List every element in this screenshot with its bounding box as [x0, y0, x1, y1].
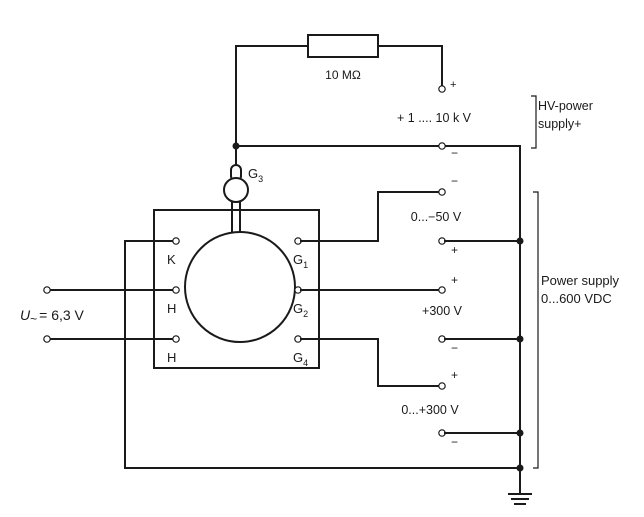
g2-supply-range: +300 V: [422, 304, 463, 318]
ground-rail: [445, 145, 521, 493]
supply-g2: + +300 V −: [300, 273, 524, 355]
hv-plus-terminal: [438, 85, 446, 93]
power-supply-bracket: [533, 191, 539, 469]
junction-g1-rail: [516, 237, 524, 245]
pin-h-bottom-terminal: [172, 335, 180, 343]
supply-g1: − 0...−50 V +: [300, 174, 524, 257]
junction-g4-rail: [516, 429, 524, 437]
pin-k-label: K: [167, 252, 176, 267]
wire-g1: [300, 191, 440, 242]
g1-supply-top-terminal: [438, 188, 446, 196]
resistor-branch: 10 MΩ: [235, 34, 443, 147]
hv-plus-sign: +: [450, 79, 456, 91]
supply-g4: + 0...+300 V −: [300, 338, 524, 449]
right-pins: G1 G2 G4: [293, 237, 308, 368]
wire-g4: [300, 338, 440, 387]
g4-supply-range: 0...+300 V: [401, 403, 459, 417]
power-supply: Power supply 0...600 VDC: [533, 191, 620, 469]
tube-envelope: [184, 231, 296, 343]
g2-supply-top-sign: +: [451, 273, 458, 287]
left-pins: K H H U~= 6,3 V: [20, 237, 521, 469]
power-supply-line2: 0...600 VDC: [541, 291, 612, 306]
hv-label-line2: supply+: [538, 117, 581, 131]
resistor-10m: [307, 34, 379, 58]
pin-h-bottom-label: H: [167, 350, 176, 365]
junction-ground: [516, 464, 524, 472]
main-rail: [232, 142, 521, 493]
hv-minus-sign: −: [451, 146, 458, 160]
pin-g2-label: G2: [293, 301, 308, 319]
resistor-label: 10 MΩ: [325, 68, 361, 82]
g2-supply-top-terminal: [438, 286, 446, 294]
heater-input-top: [43, 286, 51, 294]
pin-h-top-label: H: [167, 301, 176, 316]
wire-resistor-left: [235, 45, 309, 147]
heater-input-bottom: [43, 335, 51, 343]
g4-supply-bottom-sign: −: [451, 435, 458, 449]
g4-supply-top-terminal: [438, 382, 446, 390]
hv-range-label: + 1 .... 10 k V: [397, 111, 472, 125]
pin-h-top-terminal: [172, 286, 180, 294]
pin-g1-label: G1: [293, 252, 308, 270]
g1-supply-top-sign: −: [451, 174, 458, 188]
hv-supply: + + 1 .... 10 k V − HV-power supply+: [397, 79, 593, 160]
heater-voltage-label: U~= 6,3 V: [20, 307, 85, 326]
g3-bulb: [223, 177, 249, 203]
wire-cathode-to-rail: [124, 240, 521, 469]
g4-supply-top-sign: +: [451, 368, 458, 382]
junction-g2-rail: [516, 335, 524, 343]
pin-g3-label: G3: [248, 166, 263, 184]
hv-bracket: [531, 95, 537, 149]
wire-resistor-right: [377, 45, 443, 87]
g1-supply-range: 0...−50 V: [411, 210, 462, 224]
g2-supply-bottom-sign: −: [451, 341, 458, 355]
g1-supply-bottom-sign: +: [451, 243, 458, 257]
pin-k-terminal: [172, 237, 180, 245]
ground-symbol: [508, 464, 532, 505]
power-supply-line1: Power supply: [541, 273, 620, 288]
pin-g4-label: G4: [293, 350, 308, 368]
hv-label-line1: HV-power: [538, 99, 593, 113]
hv-minus-terminal: [438, 142, 446, 150]
